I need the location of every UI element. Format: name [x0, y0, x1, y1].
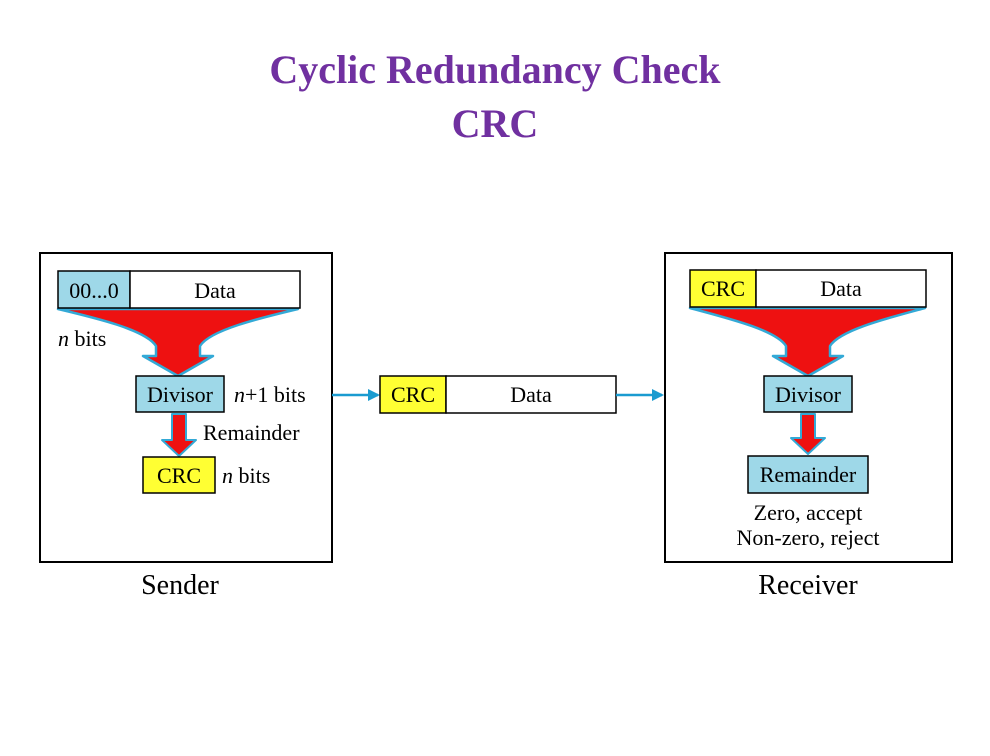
sender-remainder-arrow [161, 413, 197, 457]
receiver-funnel-arrow [688, 306, 927, 378]
channel-data-field [445, 375, 617, 414]
sender-padding-label: 00...0 [69, 278, 119, 303]
sender-divisor-box [135, 375, 225, 413]
sender-data-label: Data [194, 278, 236, 303]
receiver-divisor-box [763, 375, 853, 413]
sender-crc-box [142, 456, 216, 494]
receiver-reject-label: Non-zero, reject [737, 525, 880, 550]
receiver-accept-label: Zero, accept [754, 500, 863, 525]
sender-crc-bits-label: n bits [222, 463, 270, 488]
receiver-label: Receiver [758, 570, 858, 601]
sender-label: Sender [141, 570, 219, 601]
sender-padding-field [57, 270, 131, 309]
channel-crc-field [379, 375, 447, 414]
receiver-crc-field [689, 269, 757, 308]
sender-divisor-label: Divisor [147, 382, 214, 407]
sender-crc-label: CRC [157, 463, 201, 488]
channel-data-label: Data [510, 382, 552, 407]
receiver-remainder-arrow [790, 413, 826, 455]
receiver-crc-label: CRC [701, 276, 745, 301]
receiver-data-field [755, 269, 927, 308]
title-line-2: CRC [451, 101, 539, 146]
sender-remainder-label: Remainder [203, 420, 300, 445]
title-line-1: Cyclic Redundancy Check [269, 47, 721, 92]
sender-n-plus-one-label: n+1 bits [234, 382, 306, 407]
receiver-remainder-box [747, 455, 869, 494]
receiver-remainder-label: Remainder [760, 462, 857, 487]
sender-n-bits-label: n bits [58, 326, 106, 351]
receiver-divisor-label: Divisor [775, 382, 842, 407]
receiver-data-label: Data [820, 276, 862, 301]
sender-funnel-arrow [56, 307, 300, 378]
sender-data-field [129, 270, 301, 309]
channel-crc-label: CRC [391, 382, 435, 407]
